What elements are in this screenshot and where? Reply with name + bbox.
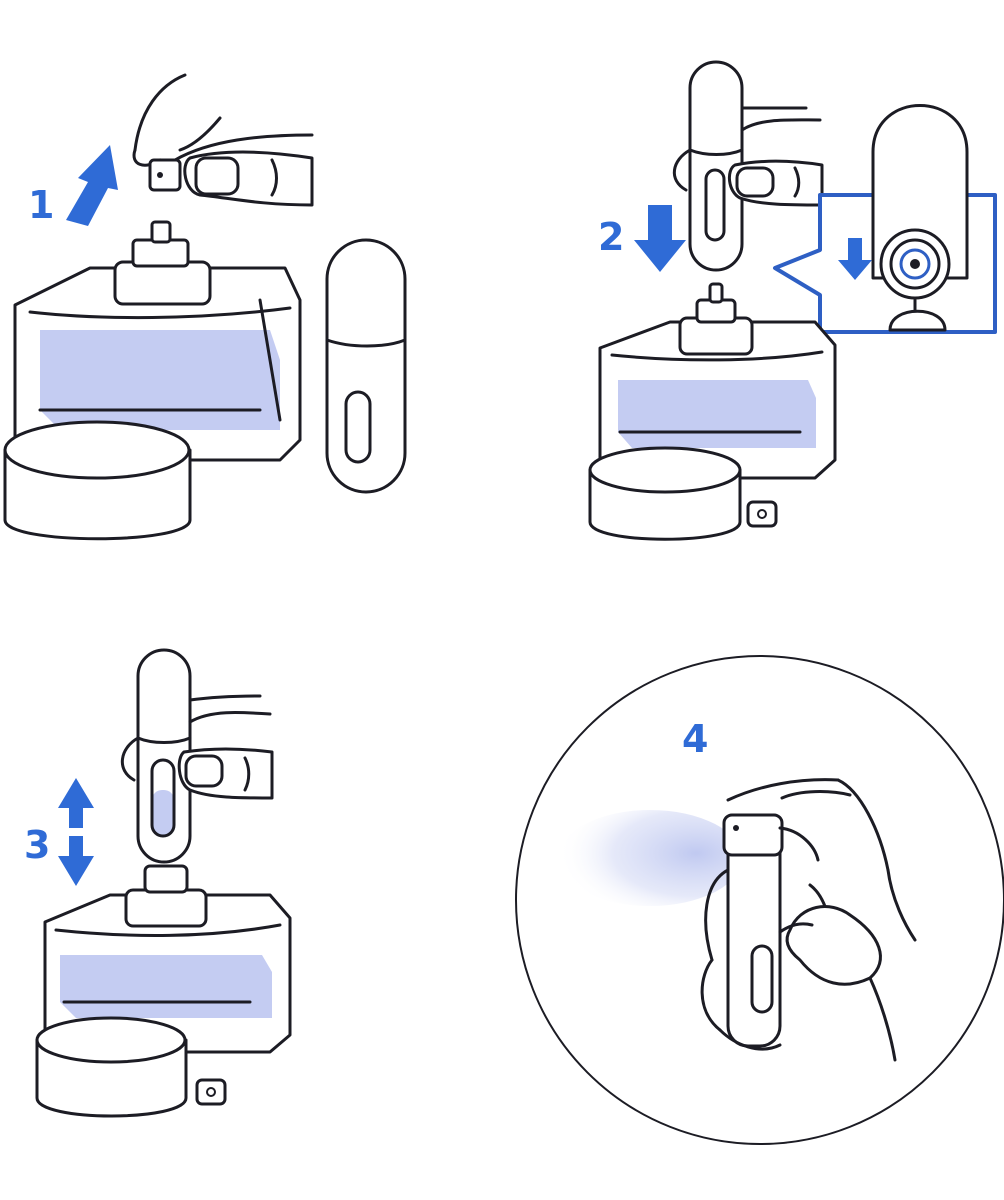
spray-mist-icon — [558, 810, 742, 906]
cap — [746, 500, 778, 528]
round-base — [3, 420, 192, 541]
perfume-bottle — [43, 864, 292, 1054]
step-number-3: 3 — [24, 823, 50, 867]
panel-step-2: 2 — [588, 60, 997, 541]
round-base — [35, 1016, 188, 1118]
zoom-arrow-down-icon — [838, 238, 872, 280]
step-number-2: 2 — [598, 215, 624, 259]
hand-spraying — [700, 778, 917, 1062]
zoom-callout — [773, 104, 997, 334]
round-base — [588, 446, 742, 541]
hand-holding-cap — [132, 73, 314, 207]
panel-step-3: 3 — [24, 648, 292, 1118]
step-number-1: 1 — [28, 183, 54, 227]
cap — [148, 158, 182, 192]
atomizer-spraying — [722, 813, 784, 1048]
hand-pressing-atomizer — [673, 106, 824, 207]
cap — [195, 1078, 227, 1106]
arrow-up-icon — [66, 145, 118, 226]
atomizer-refill — [325, 238, 407, 494]
perfume-bottle — [13, 220, 302, 462]
arrow-up-down-icon — [58, 778, 94, 886]
panel-step-4: 4 — [515, 655, 1004, 1145]
arrow-down-icon — [634, 205, 686, 272]
panel-step-1: 1 — [3, 73, 407, 541]
perfume-bottle — [598, 282, 837, 480]
step-number-4: 4 — [682, 717, 708, 761]
hand-holding-atomizer — [121, 694, 274, 800]
